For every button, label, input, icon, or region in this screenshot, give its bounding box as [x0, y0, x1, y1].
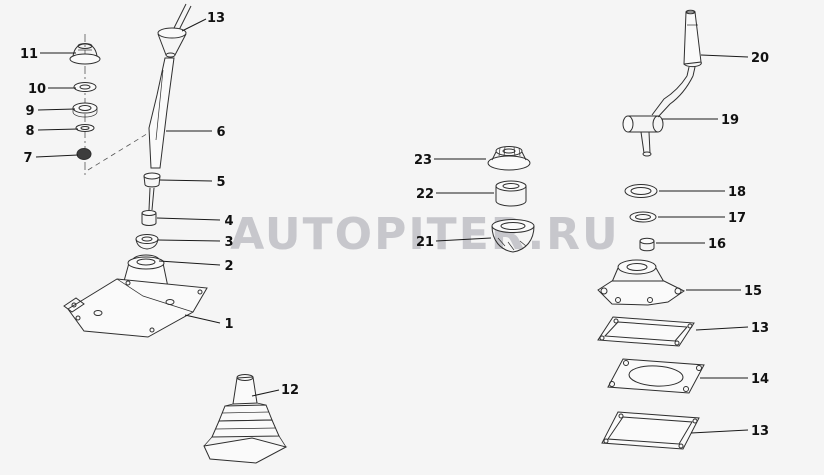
callout-6: 6 [166, 125, 226, 140]
callout-19: 19 [662, 113, 739, 128]
callout-15-label: 15 [744, 284, 762, 299]
callout-5: 5 [159, 175, 226, 190]
callout-2: 2 [158, 259, 234, 274]
callout-20: 20 [700, 51, 769, 66]
callout-10-label: 10 [28, 82, 46, 97]
part-19-drawing [622, 115, 664, 157]
callout-3-label: 3 [224, 235, 233, 250]
part-14-drawing [607, 358, 705, 394]
part-13-gasket-bottom-drawing [601, 411, 700, 450]
watermark-text: AUTOPITER.RU [230, 209, 620, 260]
callout-7: 7 [23, 151, 79, 166]
part-5-drawing [143, 172, 161, 211]
callout-10: 10 [28, 82, 76, 97]
callout-19-label: 19 [721, 113, 739, 128]
callout-23-label: 23 [414, 153, 432, 168]
callout-12: 12 [251, 383, 299, 398]
part-13-knob-drawing [157, 3, 192, 58]
callout-6-label: 6 [216, 125, 225, 140]
part-10-drawing [73, 82, 97, 92]
callout-11: 11 [20, 47, 76, 62]
callout-13-knob: 13 [181, 11, 225, 32]
centerline-link [87, 131, 151, 171]
part-18-drawing [624, 184, 658, 198]
callout-3: 3 [157, 235, 234, 250]
callout-14-label: 14 [751, 372, 769, 387]
callout-16-label: 16 [708, 237, 726, 252]
part-20-drawing [651, 9, 702, 118]
callout-22-label: 22 [416, 187, 434, 202]
callout-20-label: 20 [751, 51, 769, 66]
part-21-drawing [491, 219, 535, 253]
callout-1-label: 1 [224, 317, 233, 332]
part-4-drawing [141, 210, 157, 226]
callout-12-label: 12 [281, 383, 299, 398]
callout-5-label: 5 [216, 175, 225, 190]
part-3-drawing [135, 234, 159, 250]
part-12-drawing [203, 374, 288, 464]
callout-14: 14 [700, 372, 769, 387]
callout-13-gasket-top-label: 13 [751, 321, 769, 336]
callout-8: 8 [25, 124, 79, 139]
callout-4: 4 [156, 214, 234, 229]
callout-17: 17 [658, 211, 746, 226]
part-13-gasket-top-drawing [597, 316, 695, 347]
callout-13-gasket-bottom-label: 13 [751, 424, 769, 439]
callout-1: 1 [184, 314, 234, 332]
callout-21-label: 21 [416, 235, 434, 250]
callout-17-label: 17 [728, 211, 746, 226]
callout-16: 16 [656, 237, 726, 252]
part-7-drawing [76, 148, 92, 160]
callout-9-label: 9 [25, 104, 34, 119]
part-17-drawing [629, 211, 657, 223]
callout-22: 22 [416, 187, 494, 202]
callout-18-label: 18 [728, 185, 746, 200]
callout-21: 21 [416, 235, 492, 250]
part-22-drawing [495, 180, 527, 207]
part-8-drawing [75, 124, 95, 132]
part-9-drawing [72, 102, 98, 118]
callout-13-gasket-top: 13 [695, 321, 769, 336]
callout-15: 15 [686, 284, 762, 299]
part-23-drawing [487, 146, 531, 171]
callout-7-label: 7 [23, 151, 32, 166]
part-16-drawing [639, 237, 655, 252]
callout-23: 23 [414, 153, 486, 168]
callout-13-knob-label: 13 [207, 11, 225, 26]
callout-9: 9 [25, 104, 76, 119]
callout-2-label: 2 [224, 259, 233, 274]
callout-8-label: 8 [25, 124, 34, 139]
part-6-drawing [148, 57, 175, 169]
part-1-drawing [63, 256, 208, 338]
callout-18: 18 [659, 185, 746, 200]
part-15-drawing [597, 259, 685, 306]
callout-11-label: 11 [20, 47, 38, 62]
callout-4-label: 4 [224, 214, 233, 229]
part-11-drawing [69, 43, 101, 65]
callout-13-gasket-bottom: 13 [690, 424, 769, 439]
